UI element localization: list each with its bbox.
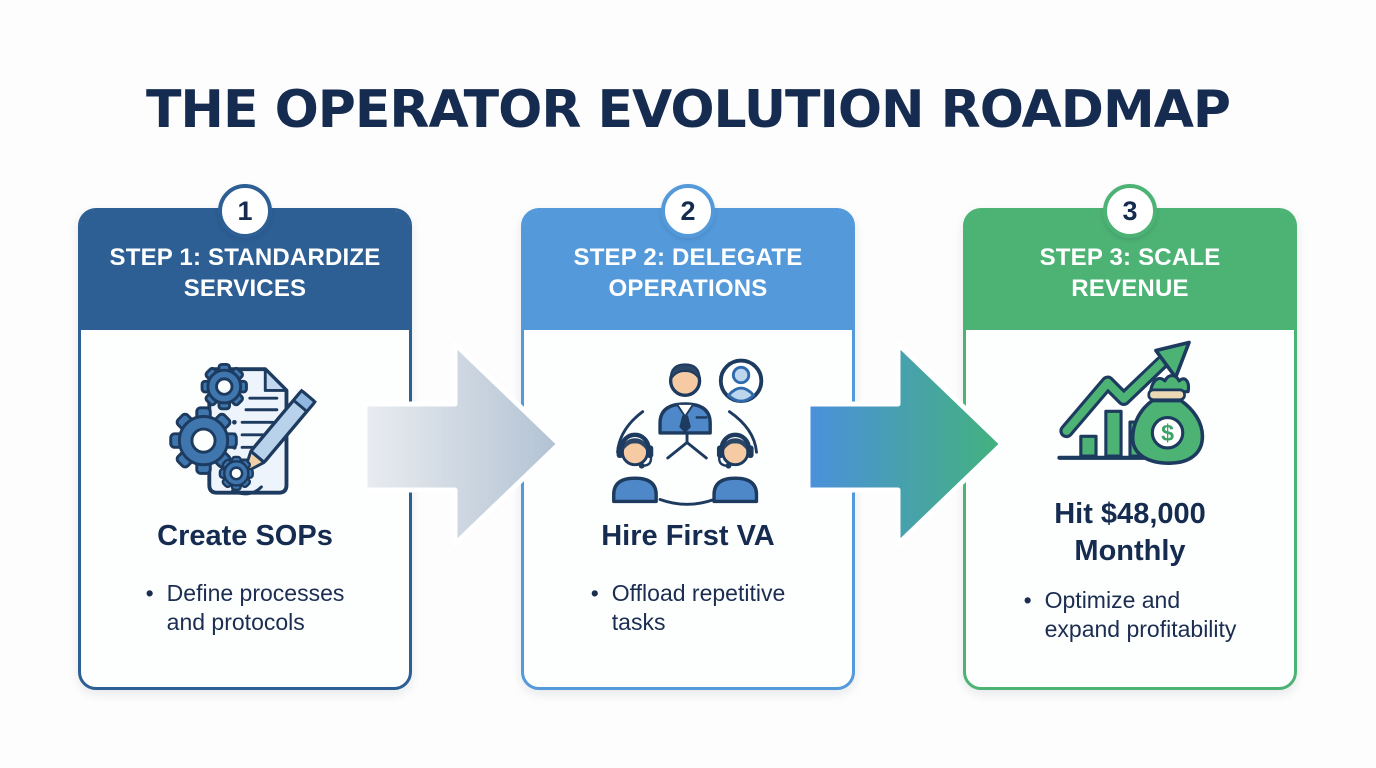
step-number-badge-1: 1	[218, 184, 272, 238]
arrow-step1-to-step2	[363, 341, 562, 547]
step-header-line: STEP 1: STANDARDIZE	[109, 244, 381, 271]
svg-text:$: $	[1161, 420, 1174, 446]
step-header-line: OPERATIONS	[608, 275, 768, 302]
bullet-dot: •	[590, 580, 599, 606]
step-header-line: SERVICES	[183, 275, 307, 302]
step-header-3: STEP 3: SCALE REVENUE	[966, 211, 1294, 330]
step-header-line: STEP 3: SCALE	[1039, 244, 1221, 271]
step-bullet: • Define processes and protocols	[145, 580, 345, 635]
step-number-badge-2: 2	[661, 184, 715, 238]
step-headline: Hire First VA	[601, 520, 775, 552]
step-card-3: 3 STEP 3: SCALE REVENUE	[963, 184, 1297, 690]
step-bullet: • Optimize and expand profitability	[1023, 587, 1237, 642]
step-card-1: 1 STEP 1: STANDARDIZE SERVICES	[78, 184, 412, 690]
page-title: THE OPERATOR EVOLUTION ROADMAP	[145, 80, 1231, 140]
team-delegation-headsets-icon	[612, 358, 764, 506]
growth-chart-money-bag-icon: $	[1057, 340, 1205, 465]
step-headline: Create SOPs	[157, 520, 333, 552]
step-card-2: 2 STEP 2: DELEGATE OPERATIONS	[521, 184, 855, 690]
step-number-badge-3: 3	[1103, 184, 1157, 238]
step-headline: Hit $48,000 Monthly	[1054, 498, 1206, 567]
arrow-step2-to-step3	[806, 341, 1005, 547]
sop-document-gears-pencil-icon	[169, 362, 317, 496]
bullet-dot: •	[1023, 587, 1032, 613]
bullet-dot: •	[145, 580, 154, 606]
step-header-line: STEP 2: DELEGATE	[573, 244, 803, 271]
step-header-line: REVENUE	[1071, 275, 1189, 302]
step-bullet: • Offload repetitive tasks	[590, 580, 786, 635]
